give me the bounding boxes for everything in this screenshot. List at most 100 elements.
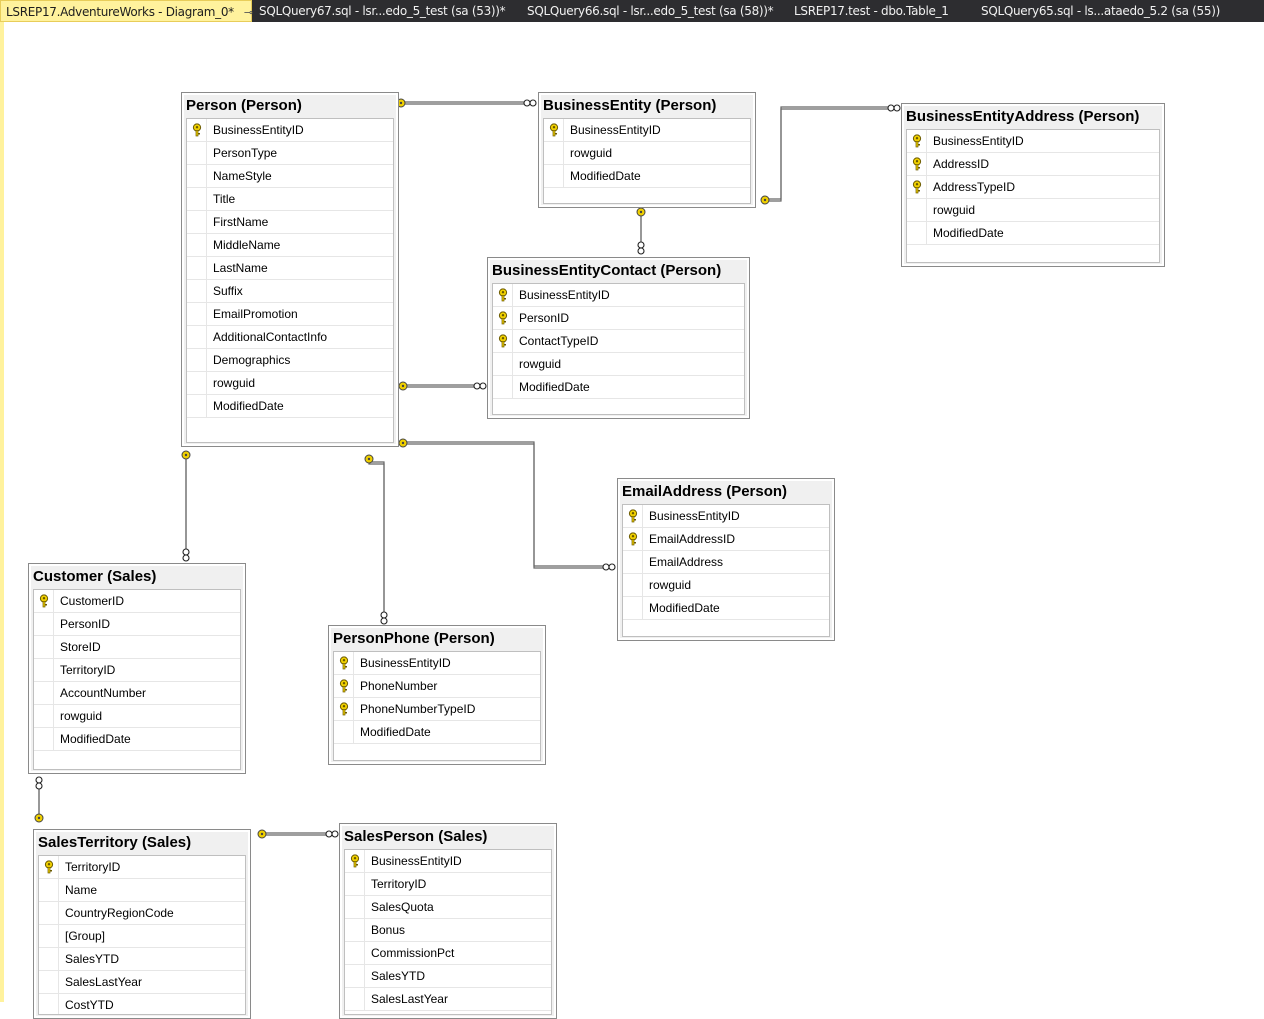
row-selector[interactable] (544, 142, 564, 165)
row-selector[interactable] (345, 896, 365, 919)
row-selector[interactable] (907, 153, 927, 176)
column-row[interactable]: Bonus (345, 919, 551, 942)
row-selector[interactable] (34, 705, 54, 728)
tab-table1[interactable]: LSREP17.test - dbo.Table_1 (794, 0, 974, 22)
column-row[interactable]: EmailAddressID (623, 528, 829, 551)
column-row[interactable]: rowguid (907, 199, 1159, 222)
column-row[interactable]: rowguid (187, 372, 393, 395)
tab-sqlquery65[interactable]: SQLQuery65.sql - ls...ataedo_5.2 (sa (55… (981, 0, 1241, 22)
row-selector[interactable] (544, 165, 564, 188)
column-row[interactable]: EmailPromotion (187, 303, 393, 326)
row-selector[interactable] (345, 873, 365, 896)
column-row[interactable]: StoreID (34, 636, 240, 659)
row-selector[interactable] (334, 652, 354, 675)
column-row[interactable]: ModifiedDate (34, 728, 240, 751)
row-selector[interactable] (187, 303, 207, 326)
column-row[interactable]: SalesLastYear (39, 971, 245, 994)
row-selector[interactable] (907, 130, 927, 153)
row-selector[interactable] (493, 353, 513, 376)
column-row[interactable]: CommissionPct (345, 942, 551, 965)
column-row[interactable]: AddressTypeID (907, 176, 1159, 199)
row-selector[interactable] (187, 165, 207, 188)
row-selector[interactable] (345, 965, 365, 988)
column-row[interactable]: TerritoryID (34, 659, 240, 682)
column-row[interactable]: CountryRegionCode (39, 902, 245, 925)
column-row[interactable]: Suffix (187, 280, 393, 303)
column-row[interactable]: BusinessEntityID (493, 284, 744, 307)
column-row[interactable]: Title (187, 188, 393, 211)
column-row[interactable]: NameStyle (187, 165, 393, 188)
column-row[interactable]: FirstName (187, 211, 393, 234)
table-businessentityaddress[interactable]: BusinessEntityAddress (Person) BusinessE… (901, 103, 1165, 267)
column-row[interactable]: ModifiedDate (187, 395, 393, 418)
row-selector[interactable] (623, 505, 643, 528)
column-row[interactable]: SalesQuota (345, 896, 551, 919)
row-selector[interactable] (334, 675, 354, 698)
row-selector[interactable] (623, 574, 643, 597)
row-selector[interactable] (345, 942, 365, 965)
row-selector[interactable] (334, 721, 354, 744)
column-row[interactable]: ModifiedDate (334, 721, 540, 744)
row-selector[interactable] (623, 597, 643, 620)
row-selector[interactable] (187, 257, 207, 280)
row-selector[interactable] (187, 280, 207, 303)
row-selector[interactable] (493, 284, 513, 307)
row-selector[interactable] (34, 659, 54, 682)
column-row[interactable]: BusinessEntityID (907, 130, 1159, 153)
column-row[interactable]: ModifiedDate (493, 376, 744, 399)
row-selector[interactable] (34, 728, 54, 751)
row-selector[interactable] (907, 176, 927, 199)
row-selector[interactable] (39, 856, 59, 879)
row-selector[interactable] (34, 682, 54, 705)
row-selector[interactable] (345, 850, 365, 873)
row-selector[interactable] (34, 613, 54, 636)
column-row[interactable]: EmailAddress (623, 551, 829, 574)
column-row[interactable]: AddressID (907, 153, 1159, 176)
column-row[interactable]: LastName (187, 257, 393, 280)
row-selector[interactable] (544, 119, 564, 142)
row-selector[interactable] (187, 372, 207, 395)
row-selector[interactable] (39, 948, 59, 971)
row-selector[interactable] (34, 636, 54, 659)
column-row[interactable]: PhoneNumberTypeID (334, 698, 540, 721)
row-selector[interactable] (493, 330, 513, 353)
row-selector[interactable] (334, 698, 354, 721)
row-selector[interactable] (345, 919, 365, 942)
row-selector[interactable] (39, 994, 59, 1014)
close-icon[interactable]: ✕ (258, 5, 270, 20)
column-row[interactable]: BusinessEntityID (544, 119, 750, 142)
row-selector[interactable] (187, 395, 207, 418)
row-selector[interactable] (187, 234, 207, 257)
column-row[interactable]: PersonType (187, 142, 393, 165)
column-row[interactable]: ModifiedDate (623, 597, 829, 620)
column-row[interactable]: CustomerID (34, 590, 240, 613)
column-row[interactable]: CostYTD (39, 994, 245, 1014)
column-row[interactable]: AdditionalContactInfo (187, 326, 393, 349)
column-row[interactable]: rowguid (544, 142, 750, 165)
row-selector[interactable] (187, 326, 207, 349)
row-selector[interactable] (493, 376, 513, 399)
column-row[interactable]: BusinessEntityID (187, 119, 393, 142)
row-selector[interactable] (623, 528, 643, 551)
column-row[interactable]: PersonID (34, 613, 240, 636)
column-row[interactable]: [Group] (39, 925, 245, 948)
column-row[interactable]: MiddleName (187, 234, 393, 257)
row-selector[interactable] (187, 188, 207, 211)
row-selector[interactable] (187, 142, 207, 165)
column-row[interactable]: SalesYTD (39, 948, 245, 971)
row-selector[interactable] (39, 925, 59, 948)
column-row[interactable]: SalesLastYear (345, 988, 551, 1011)
column-row[interactable]: PhoneNumber (334, 675, 540, 698)
column-row[interactable]: ContactTypeID (493, 330, 744, 353)
table-businessentity[interactable]: BusinessEntity (Person) BusinessEntityID… (538, 92, 756, 208)
tab-sqlquery66[interactable]: SQLQuery66.sql - lsr...edo_5_test (sa (5… (527, 0, 789, 22)
row-selector[interactable] (187, 349, 207, 372)
table-businessentitycontact[interactable]: BusinessEntityContact (Person) BusinessE… (487, 257, 750, 419)
row-selector[interactable] (907, 199, 927, 222)
column-row[interactable]: rowguid (493, 353, 744, 376)
column-row[interactable]: rowguid (34, 705, 240, 728)
row-selector[interactable] (493, 307, 513, 330)
